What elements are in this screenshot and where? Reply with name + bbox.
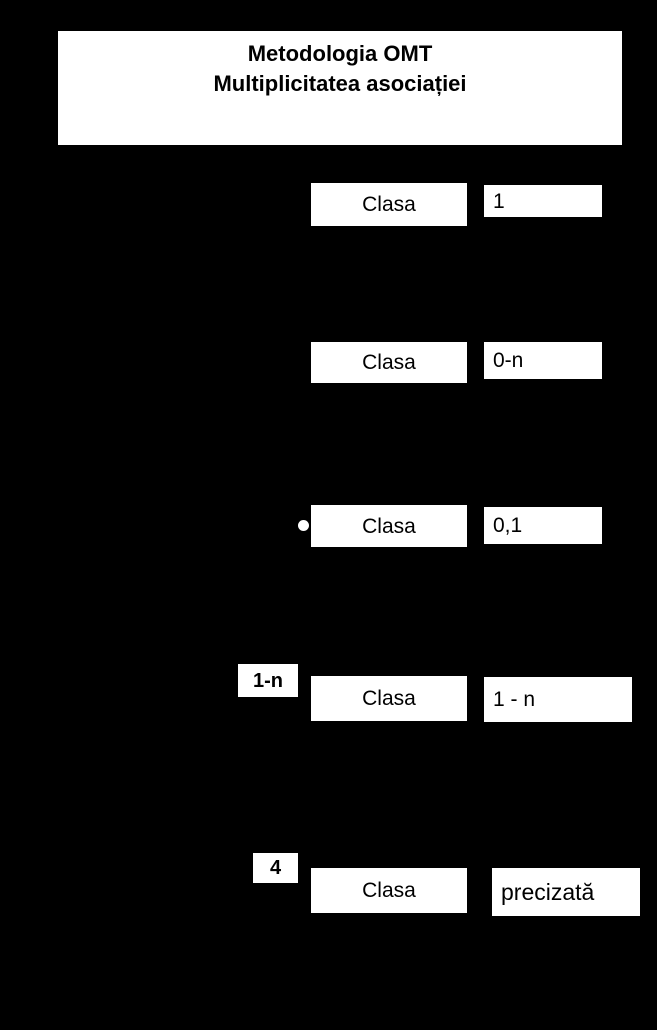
title-line-2: Multiplicitatea asociației (213, 71, 467, 96)
multiplicity-box-1[interactable]: 1 (484, 185, 602, 217)
multiplicity-label: precizată (501, 878, 595, 905)
multiplicity-box-3[interactable]: 0,1 (484, 507, 602, 544)
class-box-3[interactable]: Clasa (311, 505, 467, 547)
multiplicity-label: 1 - n (493, 688, 536, 711)
multiplicity-tag-label: 1-n (253, 669, 283, 692)
title-panel: Metodologia OMT Multiplicitatea asociați… (58, 31, 622, 145)
multiplicity-label: 1 (493, 189, 505, 213)
class-box-label: Clasa (362, 351, 416, 374)
multiplicity-tag-label: 4 (269, 857, 282, 879)
multiplicity-box-2[interactable]: 0-n (484, 342, 602, 379)
class-box-2[interactable]: Clasa (311, 342, 467, 383)
class-box-label: Clasa (362, 879, 416, 902)
multiplicity-label: 0,1 (493, 514, 523, 537)
multiplicity-tag-4[interactable]: 1-n (238, 664, 298, 697)
filled-circle-icon (298, 520, 309, 531)
class-box-label: Clasa (362, 687, 416, 710)
title-line-1: Metodologia OMT (247, 41, 433, 66)
multiplicity-tag-5[interactable]: 4 (253, 853, 298, 883)
multiplicity-box-5[interactable]: precizată (492, 868, 640, 916)
class-box-4[interactable]: Clasa (311, 676, 467, 721)
multiplicity-box-4[interactable]: 1 - n (484, 677, 632, 722)
class-box-label: Clasa (362, 193, 416, 216)
class-box-1[interactable]: Clasa (311, 183, 467, 226)
class-box-5[interactable]: Clasa (311, 868, 467, 913)
multiplicity-label: 0-n (493, 349, 524, 372)
class-box-label: Clasa (362, 514, 416, 538)
